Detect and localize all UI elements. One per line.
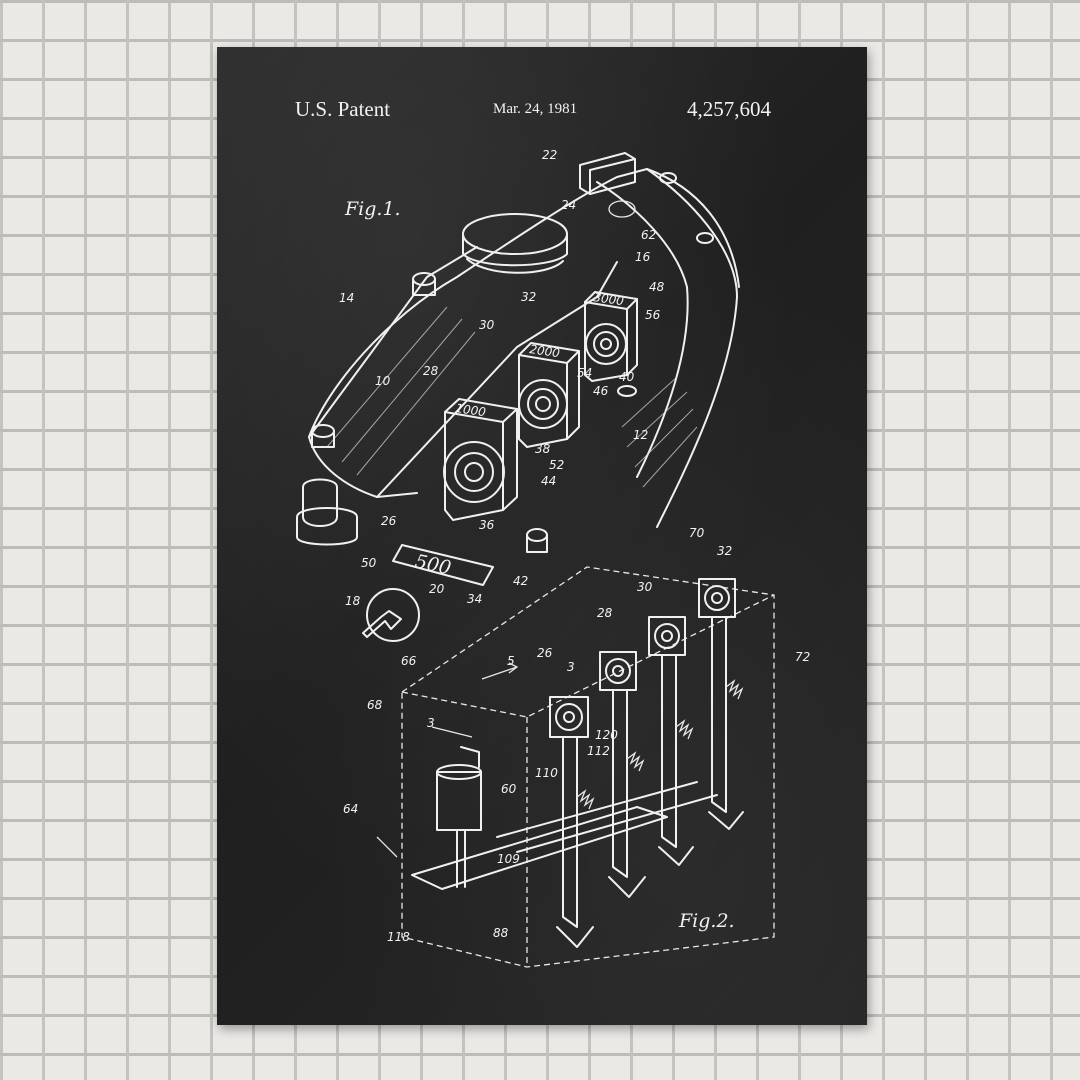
ref-34: 34 bbox=[467, 592, 482, 606]
ref-72: 72 bbox=[795, 650, 810, 664]
patent-poster: U.S. Patent Mar. 24, 1981 4,257,604 bbox=[217, 47, 867, 1025]
ref-32b: 32 bbox=[717, 544, 732, 558]
ref-68: 68 bbox=[367, 698, 383, 712]
fig1-drawing bbox=[296, 152, 740, 642]
ref-109: 109 bbox=[497, 852, 520, 866]
ref-20: 20 bbox=[429, 582, 445, 596]
ref-30b: 30 bbox=[637, 580, 653, 594]
ref-10: 10 bbox=[375, 374, 391, 388]
ref-38: 38 bbox=[535, 442, 551, 456]
ref-28a: 28 bbox=[423, 364, 439, 378]
ref-62: 62 bbox=[641, 228, 656, 242]
ref-60: 60 bbox=[501, 782, 517, 796]
ref-26b: 26 bbox=[537, 646, 553, 660]
fig2-drawing bbox=[376, 566, 775, 968]
patent-drawing: Fig.1. Fig.2. 1000 2000 3000 500 22 24 6… bbox=[296, 148, 810, 968]
ref-54: 54 bbox=[577, 366, 592, 380]
ref-3a: 3 bbox=[567, 660, 575, 674]
ref-56: 56 bbox=[645, 308, 661, 322]
ref-48: 48 bbox=[649, 280, 665, 294]
ref-16: 16 bbox=[635, 250, 651, 264]
ref-32a: 32 bbox=[521, 290, 536, 304]
ref-14: 14 bbox=[339, 291, 354, 305]
ref-120: 120 bbox=[595, 728, 618, 742]
fig2-label: Fig.2. bbox=[678, 910, 735, 932]
patent-date: Mar. 24, 1981 bbox=[493, 101, 578, 117]
fig1-label: Fig.1. bbox=[344, 198, 401, 220]
ref-44: 44 bbox=[541, 474, 556, 488]
ref-42: 42 bbox=[513, 574, 528, 588]
ref-118: 118 bbox=[387, 930, 410, 944]
ref-18: 18 bbox=[345, 594, 361, 608]
ref-26a: 26 bbox=[381, 514, 397, 528]
ref-30a: 30 bbox=[479, 318, 495, 332]
ref-28b: 28 bbox=[597, 606, 613, 620]
ref-50: 50 bbox=[361, 556, 377, 570]
patent-number: 4,257,604 bbox=[687, 97, 771, 121]
ref-52: 52 bbox=[549, 458, 564, 472]
ref-66: 66 bbox=[401, 654, 417, 668]
ref-40: 40 bbox=[619, 370, 635, 384]
ref-46: 46 bbox=[593, 384, 609, 398]
ref-3b: 3 bbox=[427, 716, 435, 730]
ref-112: 112 bbox=[587, 744, 610, 758]
target-2-value: 2000 bbox=[529, 342, 562, 360]
score-window-value: 500 bbox=[413, 550, 453, 579]
ref-70: 70 bbox=[689, 526, 705, 540]
poster-header: U.S. Patent Mar. 24, 1981 4,257,604 bbox=[217, 47, 867, 127]
target-3-value: 3000 bbox=[593, 290, 626, 308]
ref-64: 64 bbox=[343, 802, 358, 816]
ref-88: 88 bbox=[493, 926, 509, 940]
ref-22: 22 bbox=[542, 148, 557, 162]
ref-24: 24 bbox=[561, 198, 576, 212]
ref-110: 110 bbox=[535, 766, 558, 780]
ref-12: 12 bbox=[633, 428, 648, 442]
patent-label: U.S. Patent bbox=[295, 97, 391, 121]
ref-5: 5 bbox=[507, 654, 515, 668]
ref-36: 36 bbox=[479, 518, 495, 532]
target-1-value: 1000 bbox=[455, 401, 488, 419]
